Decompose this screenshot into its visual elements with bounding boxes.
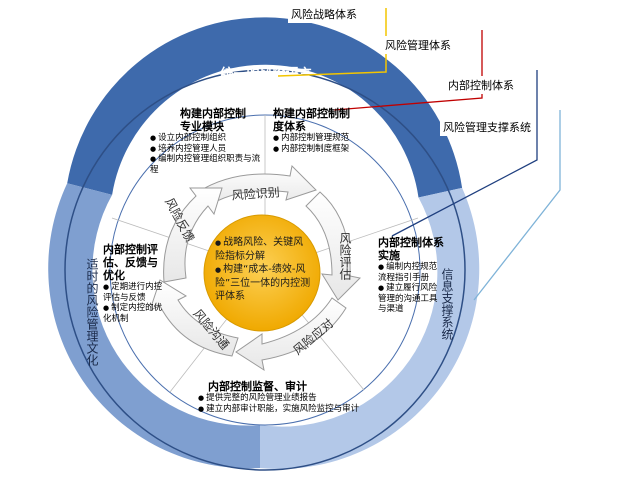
block-evaluate-title: 内部控制评估、反馈与优化 bbox=[103, 243, 158, 282]
block-module-item: 编制内控管理组织职责与流程 bbox=[150, 154, 265, 175]
block-evaluate-item: 制定内控的优化机制 bbox=[103, 303, 165, 324]
callout-line-support bbox=[473, 110, 561, 301]
center-item: 构建“成本-绩效-风险”三位一体的内控测评体系 bbox=[215, 263, 313, 303]
cycle-arrow-communicate bbox=[149, 279, 239, 357]
outer-ring-right-segment bbox=[260, 187, 480, 469]
block-module-item: 培养内控管理人员 bbox=[150, 144, 265, 155]
block-audit-item: 提供完整的风险管理业绩报告 bbox=[198, 393, 373, 404]
block-system: 构建内部控制制度体系 内部控制管理规范 内部控制制度框架 bbox=[273, 107, 383, 154]
block-module: 构建内部控制专业模块 设立内部控制组织 培养内控管理人员 编制内控管理组织职责与… bbox=[150, 107, 265, 175]
block-system-title: 构建内部控制制度体系 bbox=[273, 107, 350, 133]
block-audit-title: 内部控制监督、审计 bbox=[208, 380, 307, 393]
callout-line-control bbox=[391, 70, 538, 237]
cycle-arrow-feedback bbox=[163, 187, 223, 283]
block-system-item: 内部控制制度框架 bbox=[273, 144, 383, 155]
ring-label-right: 信息支撑系统 bbox=[440, 268, 454, 340]
outer-ring-left-segment bbox=[48, 183, 260, 469]
block-audit: 内部控制监督、审计 提供完整的风险管理业绩报告 建立内部审计职能，实施风险监控与… bbox=[198, 380, 373, 414]
ring-label-top: 统一的风险语言 bbox=[220, 66, 311, 82]
block-module-title: 构建内部控制专业模块 bbox=[180, 107, 246, 133]
ring-label-left: 适时的风险管理文化 bbox=[85, 258, 99, 367]
callout-management-label: 风险管理体系 bbox=[382, 36, 454, 54]
callout-control-label: 内部控制体系 bbox=[445, 76, 517, 94]
cycle-label-assess: 风险评估 bbox=[338, 232, 352, 280]
callout-line-management bbox=[333, 30, 483, 111]
cycle-arrow-identify bbox=[197, 164, 317, 207]
block-evaluate: 内部控制评估、反馈与优化 定期进行内控评估与反馈 制定内控的优化机制 bbox=[103, 243, 165, 324]
block-evaluate-item: 定期进行内控评估与反馈 bbox=[103, 282, 165, 303]
block-implement: 内部控制体系实施 编制内控规范流程指引手册 建立履行风险管理的沟通工具与渠道 bbox=[378, 236, 444, 315]
callout-strategy-label: 风险战略体系 bbox=[288, 5, 360, 23]
callout-line-strategy bbox=[277, 8, 387, 77]
block-system-item: 内部控制管理规范 bbox=[273, 133, 383, 144]
block-audit-item: 建立内部审计职能，实施风险监控与审计 bbox=[198, 404, 373, 415]
cycle-label-identify: 风险识别 bbox=[231, 184, 280, 202]
callout-support-label: 风险管理支撑系统 bbox=[440, 118, 534, 136]
block-implement-item: 编制内控规范流程指引手册 bbox=[378, 262, 440, 283]
block-implement-title: 内部控制体系实施 bbox=[378, 236, 444, 262]
cycle-arrow-assess bbox=[305, 191, 362, 301]
center-item: 战略风险、关键风险指标分解 bbox=[215, 236, 313, 263]
center-text: 战略风险、关键风险指标分解 构建“成本-绩效-风险”三位一体的内控测评体系 bbox=[215, 236, 313, 303]
block-module-item: 设立内部控制组织 bbox=[150, 133, 265, 144]
cycle-arrow-respond bbox=[235, 297, 347, 372]
outer-ring-top-segment bbox=[67, 17, 463, 198]
block-implement-item: 建立履行风险管理的沟通工具与渠道 bbox=[378, 283, 440, 315]
